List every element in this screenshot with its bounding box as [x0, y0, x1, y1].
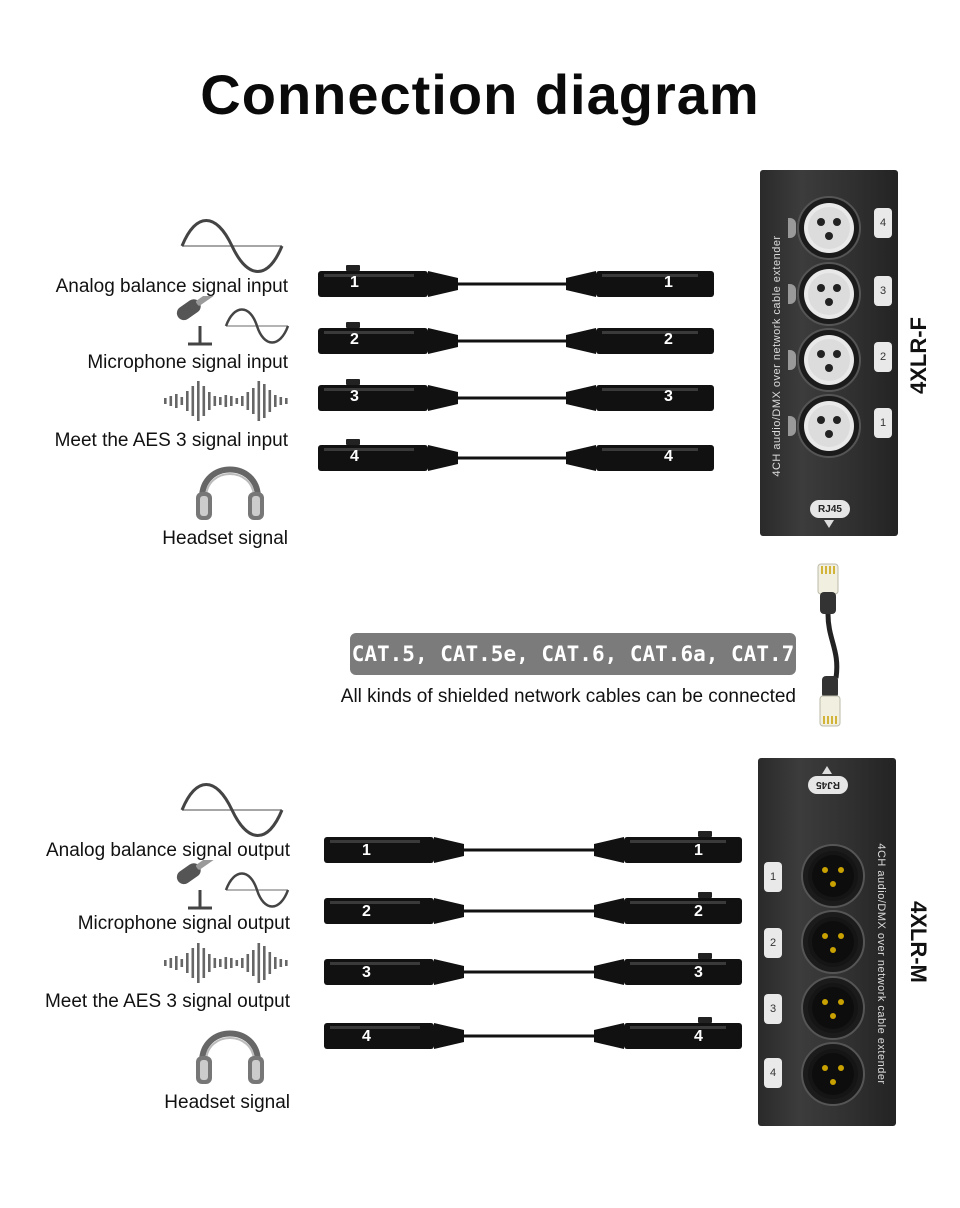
xlr-cable-out-4	[324, 1017, 742, 1049]
tab-bottom-3: 3	[764, 994, 782, 1024]
out-cable-2-plug-label: 2	[362, 903, 371, 920]
xlr-cable-1	[318, 265, 714, 297]
xlr-cable-3	[318, 379, 714, 411]
headset-output-label: Headset signal	[164, 1092, 290, 1113]
output-cables	[324, 828, 742, 1058]
out-cable-3-plug-label: 3	[362, 964, 371, 981]
aes-input-label: Meet the AES 3 signal input	[54, 430, 288, 451]
microphone-output-label: Microphone signal output	[77, 913, 290, 934]
cable-4-jack-label: 4	[664, 448, 673, 465]
analog-output-label: Analog balance signal output	[45, 840, 290, 861]
tab-bottom-2: 2	[764, 928, 782, 958]
headphones-icon	[196, 1030, 264, 1084]
microphone-wave-icon	[176, 860, 290, 910]
cable-types-badge: CAT.5, CAT.5e, CAT.6, CAT.6a, CAT.7	[350, 633, 796, 675]
page-title: Connection diagram	[200, 63, 760, 126]
rj45-port-label-bottom: RJ45	[808, 776, 848, 794]
cable-3-plug-label: 3	[350, 388, 359, 405]
xlr-cable-2	[318, 322, 714, 354]
device-4xlr-m: RJ45 4CH audio/DMX over network cable ex…	[758, 758, 896, 1126]
xlr-cable-out-3	[324, 953, 742, 985]
aes-output-label: Meet the AES 3 signal output	[44, 991, 290, 1012]
ethernet-cable-icon	[817, 563, 841, 727]
aes-waveform-icon	[164, 943, 288, 983]
cable-1-jack-label: 1	[664, 274, 673, 291]
tab-top-4: 4	[874, 208, 892, 238]
xlr-cable-out-2	[324, 892, 742, 924]
cable-2-plug-label: 2	[350, 331, 359, 348]
sine-wave-icon	[180, 783, 284, 837]
up-arrow-icon	[822, 766, 832, 774]
xlr-female-ports	[788, 196, 861, 458]
xlr-male-ports	[801, 844, 865, 1106]
model-bottom: 4XLR-M	[906, 901, 931, 983]
microphone-wave-icon	[176, 296, 290, 346]
device-4xlr-f: 4CH audio/DMX over network cable extende…	[760, 170, 898, 536]
down-arrow-icon	[824, 520, 834, 528]
cable-2-jack-label: 2	[664, 331, 673, 348]
cable-compat-note: All kinds of shielded network cables can…	[340, 686, 796, 707]
cable-3-jack-label: 3	[664, 388, 673, 405]
analog-input-label: Analog balance signal input	[55, 276, 288, 297]
tab-bottom-4: 4	[764, 1058, 782, 1088]
out-cable-4-plug-label: 4	[362, 1028, 371, 1045]
rj45-port-label-top: RJ45	[810, 500, 850, 518]
out-cable-1-jack-label: 1	[694, 842, 703, 859]
headset-input-label: Headset signal	[162, 528, 288, 549]
xlr-cable-4	[318, 439, 714, 471]
out-cable-4-jack-label: 4	[694, 1028, 703, 1045]
tab-top-2: 2	[874, 342, 892, 372]
tab-top-3: 3	[874, 276, 892, 306]
out-cable-1-plug-label: 1	[362, 842, 371, 859]
device-bottom-caption: 4CH audio/DMX over network cable extende…	[875, 843, 887, 1085]
out-cable-2-jack-label: 2	[694, 903, 703, 920]
tab-bottom-1: 1	[764, 862, 782, 892]
aes-waveform-icon	[164, 381, 288, 421]
tab-top-1: 1	[874, 408, 892, 438]
microphone-input-label: Microphone signal input	[87, 352, 288, 373]
device-top-caption: 4CH audio/DMX over network cable extende…	[771, 235, 783, 477]
headphones-icon	[196, 466, 264, 520]
model-top: 4XLR-F	[906, 317, 931, 394]
sine-wave-icon	[180, 219, 284, 273]
out-cable-3-jack-label: 3	[694, 964, 703, 981]
input-cables	[318, 262, 714, 482]
xlr-cable-out-1	[324, 831, 742, 863]
cable-4-plug-label: 4	[350, 448, 359, 465]
cable-1-plug-label: 1	[350, 274, 359, 291]
